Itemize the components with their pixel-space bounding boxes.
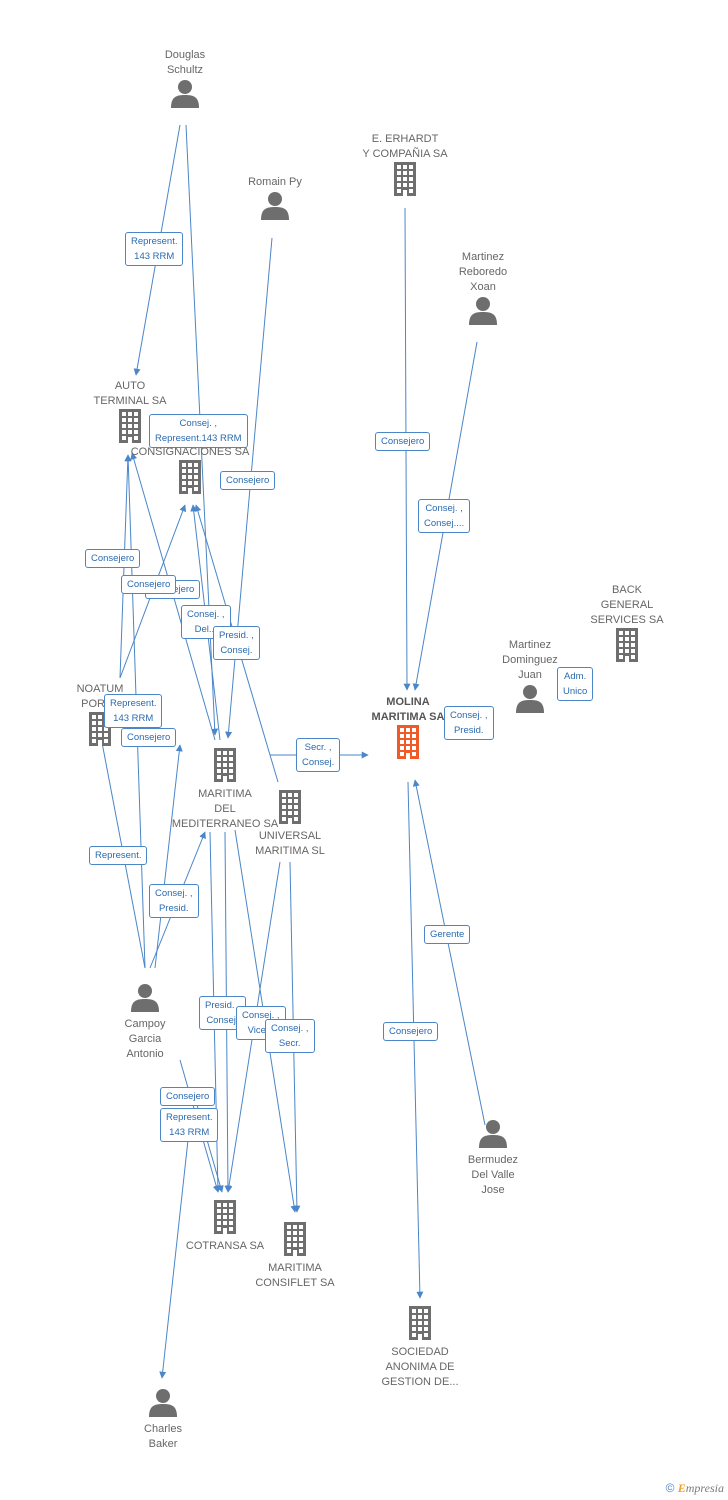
building-icon xyxy=(404,1306,436,1345)
edge-label-consej-presid[interactable]: Consej. , Presid. xyxy=(444,706,494,740)
building-icon xyxy=(279,1222,311,1261)
building-icon xyxy=(209,1200,241,1239)
edge-label-represent[interactable]: Represent. xyxy=(89,846,148,865)
logo-text: mpresia xyxy=(685,1481,724,1495)
node-label: Bermudez Del Valle Jose xyxy=(467,1154,519,1196)
person-icon xyxy=(260,190,290,225)
building-icon xyxy=(389,162,421,201)
node-consignaciones[interactable]: CONSIGNACIONES SA xyxy=(130,445,250,499)
node-charles-baker[interactable]: Charles Baker xyxy=(118,1387,208,1452)
node-maritima-del-mediterraneo[interactable]: MARITIMA DEL MEDITERRANEO SA xyxy=(160,748,290,832)
edge-label-adm-unico[interactable]: Adm. Unico xyxy=(557,667,594,701)
edge-label-consejero[interactable]: Consejero xyxy=(85,549,141,568)
node-label: Campoy Garcia Antonio xyxy=(124,1018,166,1060)
edge-line xyxy=(412,779,486,1126)
edge-label-secr-consej[interactable]: Secr. , Consej. xyxy=(296,738,341,772)
node-label: Charles Baker xyxy=(144,1423,182,1450)
node-molina-maritima-focus[interactable]: MOLINA MARITIMA SA xyxy=(348,695,468,764)
logo-initial: E xyxy=(677,1481,686,1495)
edge-label-consej-represent[interactable]: Consej. , Represent.143 RRM xyxy=(149,414,248,448)
edge-label-consej-secr[interactable]: Consej. , Secr. xyxy=(265,1019,315,1053)
edge-label-represent[interactable]: Represent. 143 RRM xyxy=(104,694,163,728)
node-label: MARITIMA CONSIFLET SA xyxy=(255,1262,335,1289)
person-icon xyxy=(515,683,545,718)
copyright-footer: © Empresia xyxy=(666,1481,724,1496)
edge-label-consejero[interactable]: Consejero xyxy=(121,575,177,594)
edge-label-consejero[interactable]: Consejero xyxy=(121,728,177,747)
edge-label-presid-consej[interactable]: Presid. , Consej. xyxy=(213,626,260,660)
node-label: MARITIMA DEL MEDITERRANEO SA xyxy=(171,788,279,830)
building-icon xyxy=(174,460,206,499)
node-label: E. ERHARDT Y COMPAÑIA SA xyxy=(362,133,448,160)
node-douglas-schultz[interactable]: Douglas Schultz xyxy=(140,48,230,113)
node-martinez-dominguez[interactable]: Martinez Dominguez Juan xyxy=(485,638,575,718)
node-universal-maritima[interactable]: UNIVERSAL MARITIMA SL xyxy=(235,790,345,859)
copyright-symbol: © xyxy=(665,1481,675,1495)
node-label: COTRANSA SA xyxy=(185,1240,265,1252)
edge-label-gerente[interactable]: Gerente xyxy=(424,925,471,944)
node-label: AUTO TERMINAL SA xyxy=(93,380,167,407)
node-erhardt[interactable]: E. ERHARDT Y COMPAÑIA SA xyxy=(345,132,465,201)
node-bermudez-del-valle[interactable]: Bermudez Del Valle Jose xyxy=(448,1118,538,1198)
edge-label-consejero[interactable]: Consejero xyxy=(160,1087,216,1106)
node-label: Romain Py xyxy=(248,176,302,188)
person-icon xyxy=(478,1118,508,1153)
edge-label-consejero[interactable]: Consejero xyxy=(375,432,431,451)
person-icon xyxy=(170,78,200,113)
edge-label-consej-presid[interactable]: Consej. , Presid. xyxy=(149,884,199,918)
node-romain-py[interactable]: Romain Py xyxy=(230,175,320,225)
node-label: MOLINA MARITIMA SA xyxy=(371,696,445,723)
node-back-general-services[interactable]: BACK GENERAL SERVICES SA xyxy=(582,583,672,667)
edge-label-consejero[interactable]: Consejero xyxy=(383,1022,439,1041)
node-auto-terminal[interactable]: AUTO TERMINAL SA xyxy=(85,379,175,448)
person-icon xyxy=(468,295,498,330)
edge-label-consejero[interactable]: Consejero xyxy=(220,471,276,490)
node-label: Martinez Dominguez Juan xyxy=(502,639,558,681)
building-icon xyxy=(114,409,146,448)
edge-label-represent[interactable]: Represent. 143 RRM xyxy=(160,1108,219,1142)
node-cotransa[interactable]: COTRANSA SA xyxy=(170,1200,280,1254)
person-icon xyxy=(130,982,160,1017)
node-martinez-reboredo[interactable]: Martinez Reboredo Xoan xyxy=(438,250,528,330)
node-label: CONSIGNACIONES SA xyxy=(130,446,250,458)
node-label: SOCIEDAD ANONIMA DE GESTION DE... xyxy=(381,1346,459,1388)
node-label: BACK GENERAL SERVICES SA xyxy=(590,584,664,626)
building-icon xyxy=(611,628,643,667)
node-label: UNIVERSAL MARITIMA SL xyxy=(255,830,325,857)
edge-label-consej-consej[interactable]: Consej. , Consej.... xyxy=(418,499,471,533)
node-maritima-consiflet[interactable]: MARITIMA CONSIFLET SA xyxy=(245,1222,345,1291)
person-icon xyxy=(148,1387,178,1422)
building-icon xyxy=(392,725,424,764)
edge-label-represent[interactable]: Represent. 143 RRM xyxy=(125,232,184,266)
building-icon xyxy=(209,748,241,787)
node-campoy-garcia-antonio[interactable]: Campoy Garcia Antonio xyxy=(100,982,190,1062)
node-label: Martinez Reboredo Xoan xyxy=(458,251,508,293)
edge-line xyxy=(154,744,183,969)
building-icon xyxy=(274,790,306,829)
node-sociedad-anonima[interactable]: SOCIEDAD ANONIMA DE GESTION DE... xyxy=(365,1306,475,1390)
empresia-logo: Empresia xyxy=(678,1481,724,1495)
edge-line xyxy=(159,1139,189,1379)
node-label: Douglas Schultz xyxy=(164,49,206,76)
